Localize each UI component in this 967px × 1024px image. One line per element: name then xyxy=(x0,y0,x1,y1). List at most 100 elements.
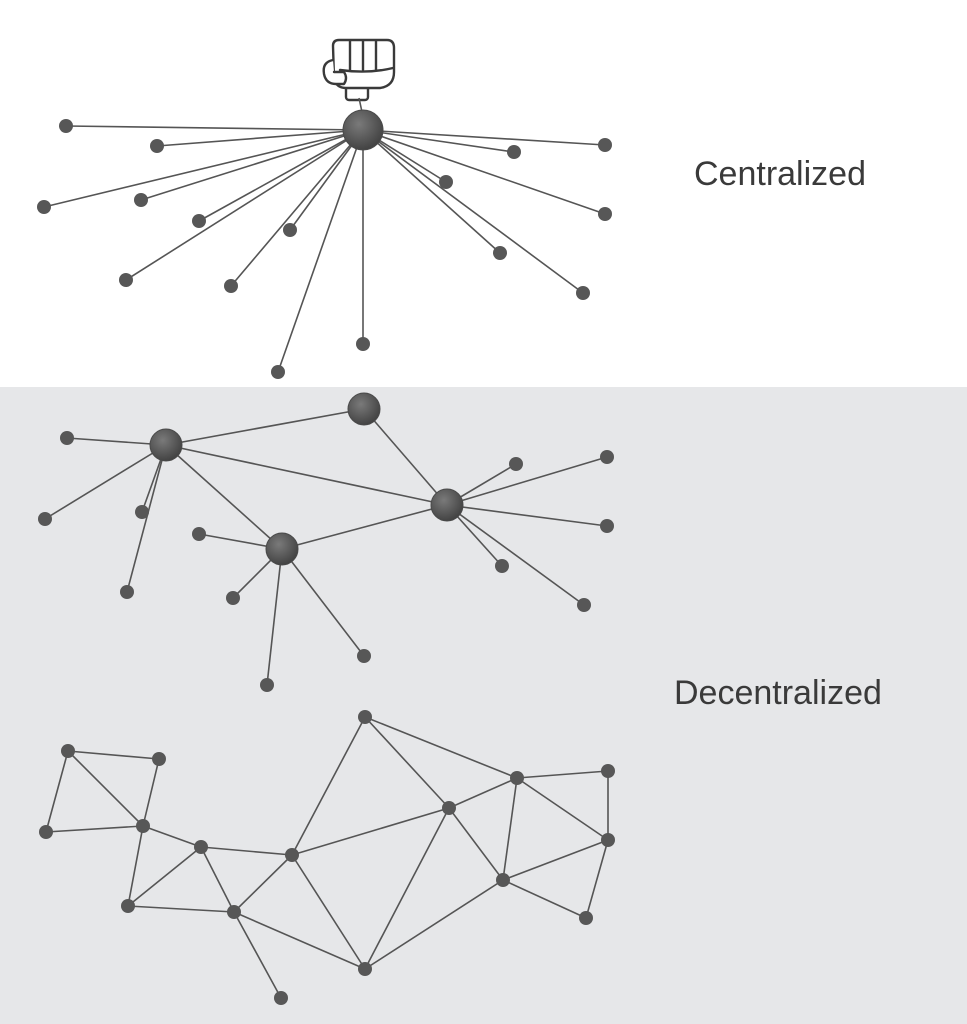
centralized-node xyxy=(271,365,285,379)
distributed-edge xyxy=(45,825,144,833)
distributed-edge xyxy=(291,716,366,856)
distributed-edge xyxy=(364,716,518,779)
distributed-node xyxy=(227,905,241,919)
distributed-node xyxy=(285,848,299,862)
centralized-node xyxy=(283,223,297,237)
centralized-edge xyxy=(140,129,364,201)
distributed-edge xyxy=(291,854,366,970)
distributed-edge xyxy=(233,854,293,913)
decentralized-hub-node xyxy=(265,532,299,566)
distributed-node xyxy=(194,840,208,854)
distributed-node xyxy=(579,911,593,925)
decentralized-edge xyxy=(446,504,585,606)
decentralized-node xyxy=(600,519,614,533)
centralized-edge xyxy=(198,129,364,222)
centralized-node xyxy=(356,337,370,351)
centralized-edge xyxy=(362,129,501,254)
decentralized-hub-node xyxy=(149,428,183,462)
decentralized-edge xyxy=(363,408,448,506)
distributed-node xyxy=(442,801,456,815)
distributed-node xyxy=(358,710,372,724)
decentralized-node xyxy=(38,512,52,526)
distributed-edge xyxy=(448,807,504,881)
distributed-node xyxy=(61,744,75,758)
centralized-node xyxy=(59,119,73,133)
centralized-node xyxy=(224,279,238,293)
raised-fist-icon xyxy=(322,38,396,102)
distributed-edge xyxy=(127,825,144,907)
distributed-node xyxy=(496,873,510,887)
centralized-edge xyxy=(230,129,364,287)
centralized-node xyxy=(150,139,164,153)
distributed-node xyxy=(274,991,288,1005)
decentralized-edge xyxy=(281,548,365,657)
decentralized-hub-node xyxy=(430,488,464,522)
distributed-node xyxy=(358,962,372,976)
distributed-edge xyxy=(364,716,450,809)
distributed-edge xyxy=(233,911,366,970)
distributed-edge xyxy=(200,846,293,856)
centralized-label: Centralized xyxy=(694,155,866,193)
distributed-node xyxy=(152,752,166,766)
decentralized-node xyxy=(120,585,134,599)
distributed-edge xyxy=(364,879,504,970)
decentralized-nodes xyxy=(38,392,614,692)
centralized-node xyxy=(119,273,133,287)
distributed-edge xyxy=(233,911,282,999)
centralized-node xyxy=(192,214,206,228)
distributed-edges xyxy=(45,716,609,999)
distributed-edge xyxy=(127,905,235,913)
centralized-edges xyxy=(43,97,606,373)
distributed-node xyxy=(121,899,135,913)
distributed-edge xyxy=(516,770,609,779)
decentralized-edge xyxy=(165,444,283,550)
decentralized-node xyxy=(495,559,509,573)
centralized-node xyxy=(576,286,590,300)
decentralized-edge xyxy=(66,437,167,446)
centralized-edge xyxy=(362,129,606,215)
decentralized-node xyxy=(600,450,614,464)
centralized-edge xyxy=(156,129,364,147)
decentralized-node xyxy=(260,678,274,692)
decentralized-edge xyxy=(281,504,448,550)
centralized-node xyxy=(493,246,507,260)
decentralized-node xyxy=(60,431,74,445)
decentralized-edge xyxy=(126,444,167,593)
centralized-node xyxy=(37,200,51,214)
decentralized-edge xyxy=(44,444,167,520)
centralized-node xyxy=(598,138,612,152)
centralized-edge xyxy=(362,129,606,146)
distributed-edge xyxy=(364,807,450,970)
distributed-edge xyxy=(67,750,144,827)
decentralized-edge xyxy=(446,504,608,527)
decentralized-node xyxy=(577,598,591,612)
centralized-hub-node xyxy=(342,109,384,151)
distributed-edge xyxy=(200,846,235,913)
centralized-edge xyxy=(43,129,364,208)
decentralized-node xyxy=(192,527,206,541)
decentralized-hub-node xyxy=(347,392,381,426)
decentralized-node xyxy=(509,457,523,471)
centralized-edge xyxy=(289,129,364,231)
distributed-edge xyxy=(142,825,202,848)
distributed-node xyxy=(601,833,615,847)
distributed-nodes xyxy=(39,710,615,1005)
distributed-edge xyxy=(45,750,69,833)
centralized-edge xyxy=(125,129,364,281)
decentralized-edge xyxy=(165,444,448,506)
distributed-edge xyxy=(502,839,609,881)
decentralized-edges xyxy=(44,408,608,686)
decentralized-edge xyxy=(446,456,608,506)
decentralized-label: Decentralized xyxy=(674,674,882,712)
centralized-nodes xyxy=(37,109,612,379)
decentralized-node xyxy=(135,505,149,519)
distributed-edge xyxy=(502,879,587,919)
decentralized-node xyxy=(226,591,240,605)
distributed-edge xyxy=(67,750,160,760)
decentralized-panel xyxy=(0,387,967,1024)
decentralized-edge xyxy=(266,548,283,686)
distributed-edge xyxy=(448,777,518,809)
decentralized-node xyxy=(357,649,371,663)
centralized-node xyxy=(134,193,148,207)
